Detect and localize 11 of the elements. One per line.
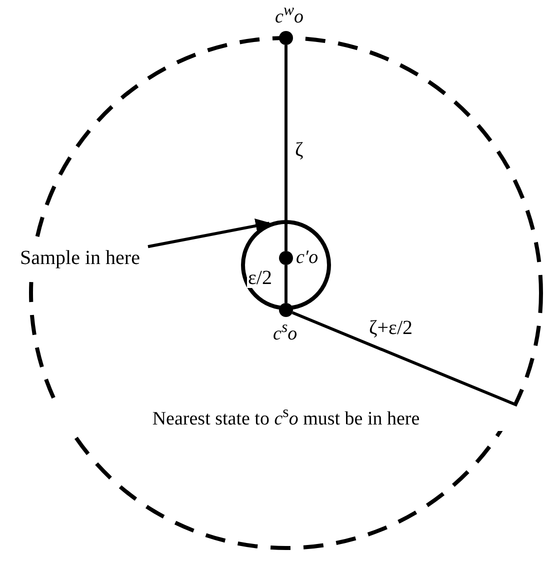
radius-line xyxy=(292,311,518,407)
radius-line xyxy=(284,45,288,251)
point-label: c$^{s}$o xyxy=(273,320,298,344)
edge-label: ζ+ε/2 xyxy=(368,318,414,338)
edge-label: ε/2 xyxy=(247,268,273,288)
leader-arrow xyxy=(148,218,271,248)
edge-label: ζ xyxy=(294,140,304,160)
radius-line xyxy=(284,265,288,303)
point-label: c′o xyxy=(296,248,318,267)
callout-text: Sample in here xyxy=(20,246,140,270)
point-label: c$^{w}$o xyxy=(275,3,304,26)
